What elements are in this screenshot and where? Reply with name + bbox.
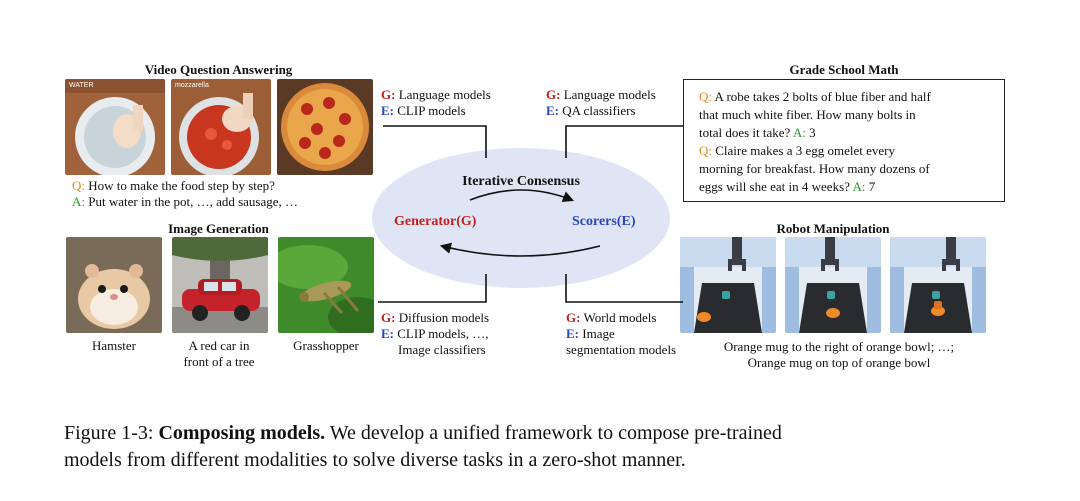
robot-caption-1: Orange mug to the right of orange bowl; …: [723, 339, 955, 354]
bl-g-text: Diffusion models: [398, 310, 490, 325]
math-q2-line2: morning for breakfast. How many dozens o…: [699, 161, 930, 176]
generator-label: Generator(G): [394, 214, 477, 229]
consensus-ellipse: [372, 148, 670, 288]
video-frame-pizza: [277, 79, 373, 175]
math-q2-prefix: Q:: [699, 143, 712, 158]
math-q2-text-1: Claire makes a 3 egg omelet every: [715, 143, 896, 158]
robot-caption-2: Orange mug on top of orange bowl: [747, 355, 931, 370]
red-car-image: [172, 237, 268, 333]
video-qa-answer: A: Put water in the pot, …, add sausage,…: [72, 194, 298, 210]
br-e-text: Image: [582, 326, 615, 341]
tl-generator-models: G: Language models: [381, 87, 491, 103]
tl-e-text: CLIP models: [397, 103, 466, 118]
tr-e-prefix: E:: [546, 103, 559, 118]
grasshopper-image: [278, 237, 374, 333]
bl-scorer-models: E: CLIP models, …,: [381, 326, 489, 342]
question-prefix: Q:: [72, 178, 85, 193]
iterative-consensus-title: Iterative Consensus: [462, 174, 580, 189]
answer-text: Put water in the pot, …, add sausage, …: [88, 194, 299, 209]
caption-line-1: Figure 1-3: Composing models. We develop…: [64, 420, 1024, 447]
math-a2-prefix: A:: [852, 179, 866, 194]
answer-prefix: A:: [72, 194, 85, 209]
caption-line-2: models from different modalities to solv…: [64, 449, 686, 471]
frame-label-water: WATER: [69, 82, 94, 89]
math-a1: 3: [809, 125, 816, 140]
caption-hamster: Hamster: [91, 338, 137, 353]
tr-generator-models: G: Language models: [546, 87, 656, 103]
math-q1-line3: total does it take? A: 3: [699, 124, 994, 142]
image-gen-title: Image Generation: [168, 221, 269, 236]
bl-generator-models: G: Diffusion models: [381, 310, 489, 326]
bl-e-text: CLIP models, …,: [397, 326, 489, 341]
br-scorer-models-2: segmentation models: [566, 342, 677, 357]
tl-scorer-models: E: CLIP models: [381, 103, 466, 119]
robot-scene-3: [890, 237, 986, 333]
tl-e-prefix: E:: [381, 103, 394, 118]
caption-label: Figure 1-3:: [64, 422, 154, 444]
video-qa-question: Q: How to make the food step by step?: [72, 178, 275, 194]
robot-title: Robot Manipulation: [776, 221, 890, 236]
math-q1-line2: that much white fiber. How many bolts in: [699, 107, 916, 122]
question-text: How to make the food step by step?: [88, 178, 275, 193]
math-q2-line1: Q: Claire makes a 3 egg omelet every: [699, 142, 994, 160]
br-g-prefix: G:: [566, 310, 581, 325]
caption-red-car-2: front of a tree: [183, 354, 255, 369]
tr-g-text: Language models: [563, 87, 656, 102]
scorers-label: Scorers(E): [572, 214, 636, 229]
frame-label-mozzarella: mozzarella: [175, 82, 209, 89]
figure-caption: Figure 1-3: Composing models. We develop…: [64, 420, 1024, 474]
math-q2-line3: eggs will she eat in 4 weeks? A: 7: [699, 178, 994, 196]
caption-line1-rest: We develop a unified framework to compos…: [329, 422, 782, 444]
video-frame-water: WATER: [65, 79, 165, 175]
br-e-prefix: E:: [566, 326, 579, 341]
video-frame-sauce: mozzarella: [171, 79, 271, 175]
math-q1-text-1: A robe takes 2 bolts of blue fiber and h…: [714, 89, 931, 104]
math-q2-text-3: eggs will she eat in 4 weeks?: [699, 179, 850, 194]
math-a2: 7: [868, 179, 876, 194]
caption-bold: Composing models.: [158, 422, 326, 444]
tl-g-prefix: G:: [381, 87, 396, 102]
br-generator-models: G: World models: [566, 310, 656, 326]
math-a1-prefix: A:: [792, 125, 806, 140]
tl-g-text: Language models: [398, 87, 491, 102]
hamster-image: [66, 237, 162, 333]
bl-e-prefix: E:: [381, 326, 394, 341]
caption-grasshopper: Grasshopper: [293, 338, 359, 353]
tr-g-prefix: G:: [546, 87, 561, 102]
br-g-text: World models: [583, 310, 657, 325]
bl-scorer-models-2: Image classifiers: [398, 342, 486, 357]
tr-e-text: QA classifiers: [562, 103, 636, 118]
math-q1-text-3: total does it take?: [699, 125, 791, 140]
video-qa-title: Video Question Answering: [144, 62, 293, 77]
tr-scorer-models: E: QA classifiers: [546, 103, 636, 119]
bl-g-prefix: G:: [381, 310, 396, 325]
math-q1-line1: Q: A robe takes 2 bolts of blue fiber an…: [699, 88, 994, 106]
math-q1-prefix: Q:: [699, 89, 712, 104]
br-scorer-models: E: Image: [566, 326, 615, 342]
math-box: Q: A robe takes 2 bolts of blue fiber an…: [683, 79, 1005, 202]
robot-scene-2: [785, 237, 881, 333]
caption-red-car-1: A red car in: [188, 338, 250, 353]
robot-scene-1: [680, 237, 776, 333]
math-title: Grade School Math: [789, 62, 899, 77]
